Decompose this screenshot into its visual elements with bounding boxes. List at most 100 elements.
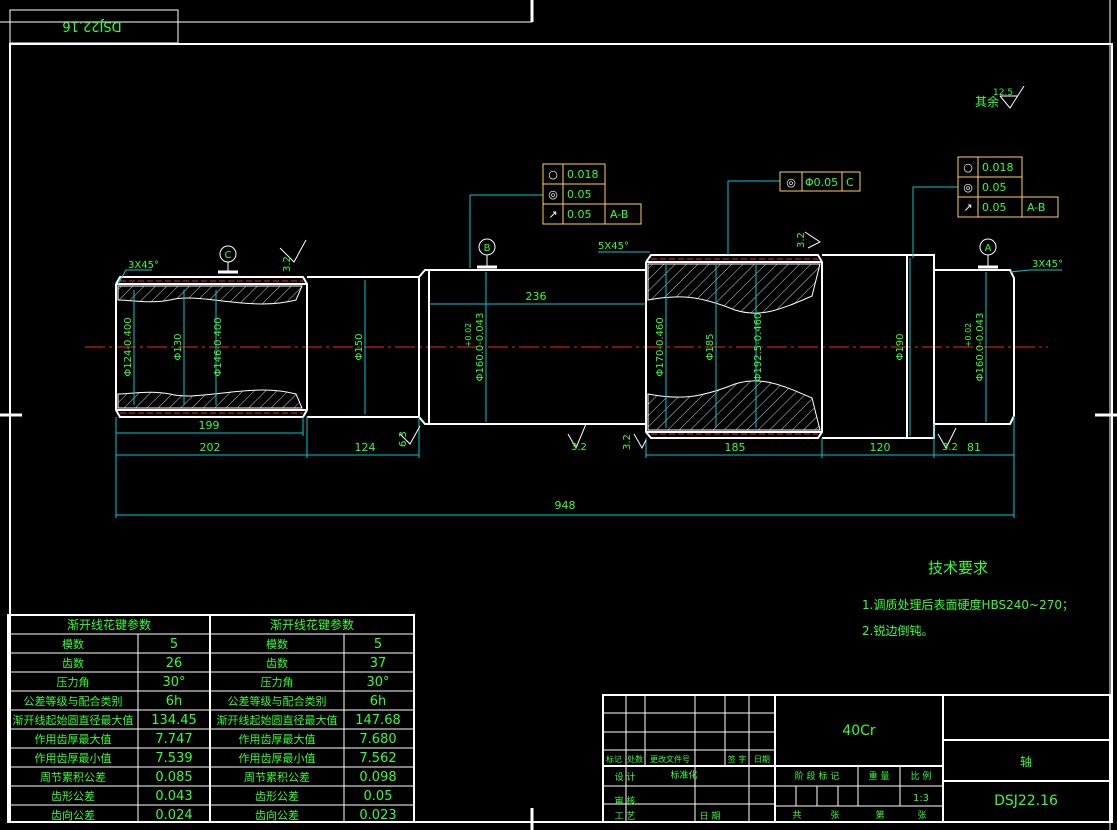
datum-a-label: A	[985, 243, 992, 254]
spline-table	[7, 614, 415, 823]
spline-cell-right-label: 作用齿厚最小值	[239, 752, 316, 765]
tech-title: 技术要求	[928, 559, 988, 577]
datum-b-marker: B	[477, 238, 497, 269]
rev-header-2: 处数	[627, 754, 643, 764]
dia-160a: Φ160.0-0.043	[475, 313, 486, 382]
spline-cell-right-label: 齿形公差	[255, 789, 299, 803]
spline-cell-left-label: 渐开线起始圆直径最大值	[13, 713, 134, 727]
roughness-symbol-icon	[804, 231, 821, 249]
spline-cell-right-label: 压力角	[261, 676, 294, 689]
roughness-symbol-icon	[633, 433, 647, 450]
roughness-symbol-icon	[279, 239, 307, 263]
len-185: 185	[725, 441, 746, 454]
fcf-right: ○ 0.018 ◎ 0.05 ↗ 0.05 A-B	[957, 156, 1059, 218]
spline-cell-right-label: 作用齿厚最大值	[239, 732, 316, 746]
spline-cell-right-label: 齿向公差	[255, 808, 299, 822]
circularity-icon: ○	[548, 168, 558, 181]
roughness-symbol-icon	[937, 427, 957, 450]
spline-cell-right-label: 周节累积公差	[244, 770, 310, 784]
surface-note-label: 其余	[975, 94, 999, 109]
concentricity-icon: ◎	[963, 181, 973, 194]
chamfer-mid: 5X45°	[598, 241, 629, 252]
spline-cell-left-label: 作用齿厚最大值	[35, 732, 112, 746]
len-81: 81	[967, 441, 981, 454]
diameter-labels: Φ124-0.400 Φ130 Φ146-0.400 Φ150 Φ160.0-0…	[123, 313, 986, 382]
shaft-outline	[115, 254, 1015, 439]
spline-cell-left-v1: 7.539	[155, 751, 192, 766]
rev-header-5: 日期	[754, 755, 770, 764]
weight-label: 重 量	[869, 770, 890, 782]
spline-cell-left-label: 压力角	[57, 676, 90, 689]
dia-190: Φ190	[895, 334, 906, 361]
spline-cell-right-label: 渐开线起始圆直径最大值	[217, 713, 338, 727]
dia-160b-tol: +0.02	[964, 323, 973, 348]
dia-160b: Φ160.0-0.043	[975, 313, 986, 382]
chamfer-left: 3X45°	[128, 260, 159, 271]
roughness-symbol-icon	[399, 425, 421, 445]
datum-a-marker: A	[978, 238, 998, 269]
fcf-right-value-3: 0.05	[982, 201, 1007, 214]
spline-cell-left-v1: 0.043	[155, 789, 192, 804]
spline-cell-left-v1: 134.45	[151, 713, 197, 728]
spline-cell-right-v2: 7.680	[359, 732, 396, 747]
fcf-left-datum-3: A-B	[610, 208, 628, 221]
surface-note-value: 12.5	[993, 88, 1013, 98]
len-948: 948	[555, 499, 576, 512]
no-label: 第	[875, 809, 884, 821]
tech-item-1: 1.调质处理后表面硬度HBS240~270；	[862, 597, 1074, 612]
spline-cell-right-v2: 5	[374, 637, 382, 652]
tech-item-2: 2.锐边倒钝。	[862, 624, 933, 638]
fcf-mid: ◎ Φ0.05 C	[779, 171, 861, 192]
spline-cell-right-v2: 147.68	[355, 713, 401, 728]
roughness-values: 3.2 6.3 3.2 3.2 3.2 3.2	[282, 232, 958, 453]
spline-cell-left-v1: 0.024	[155, 808, 192, 823]
datum-c-label: C	[225, 250, 232, 261]
spline-cell-left-v1: 0.085	[155, 770, 192, 785]
sheet-label: 张	[830, 810, 839, 821]
total-label: 共	[792, 810, 801, 821]
dia-150: Φ150	[354, 334, 365, 361]
datum-c-marker: C	[218, 245, 238, 274]
rev-header-1: 标记	[606, 754, 622, 764]
spline-cell-right-v2: 0.05	[364, 789, 393, 804]
sheet2-label: 张	[917, 810, 926, 821]
section-hatching	[117, 263, 821, 431]
spline-root-lines	[120, 258, 818, 435]
roughness-symbols	[279, 231, 957, 450]
circularity-icon: ○	[963, 161, 973, 174]
spline-cell-left-v1: 26	[166, 656, 183, 671]
part-name: 轴	[1020, 754, 1032, 769]
spline-cell-left-label: 模数	[62, 638, 84, 651]
spline-cell-left-v1: 5	[170, 637, 178, 652]
drawing-number: DSJ22.16	[994, 793, 1058, 809]
dia-160a-tol: +0.02	[464, 323, 473, 348]
fcf-mid-value: Φ0.05	[805, 176, 838, 189]
roughness-r3: 3.2	[571, 442, 587, 453]
spline-cell-right-v2: 0.098	[359, 770, 396, 785]
ratio-label: 比 例	[911, 770, 932, 782]
dia-130: Φ130	[173, 334, 184, 361]
roughness-symbol-icon	[567, 423, 587, 450]
dia-170: Φ170-0.460	[655, 317, 666, 376]
roughness-r2: 6.3	[398, 431, 409, 447]
spline-cell-left-label: 齿数	[62, 657, 84, 670]
scale: 1:3	[913, 793, 929, 804]
len-199: 199	[199, 419, 220, 432]
runout-icon: ↗	[963, 201, 972, 214]
spline-cell-right-v2: 6h	[370, 694, 387, 709]
dia-124: Φ124-0.400	[123, 317, 134, 376]
spline-cell-right-label: 齿数	[266, 657, 288, 670]
title-block	[602, 694, 1111, 823]
check-label: 审 核	[615, 795, 636, 807]
dimension-lines	[115, 180, 1062, 518]
standardize-label: 标准化	[670, 769, 697, 781]
runout-icon: ↗	[548, 208, 557, 221]
dia-192: Φ192.5-0.460	[753, 313, 764, 382]
spline-left-title: 渐开线花键参数	[67, 617, 151, 632]
spline-cell-left-label: 齿形公差	[51, 789, 95, 803]
fcf-right-datum-3: A-B	[1027, 201, 1045, 214]
fcf-mid-datum: C	[846, 176, 854, 189]
fcf-left-value-1: 0.018	[567, 168, 599, 181]
